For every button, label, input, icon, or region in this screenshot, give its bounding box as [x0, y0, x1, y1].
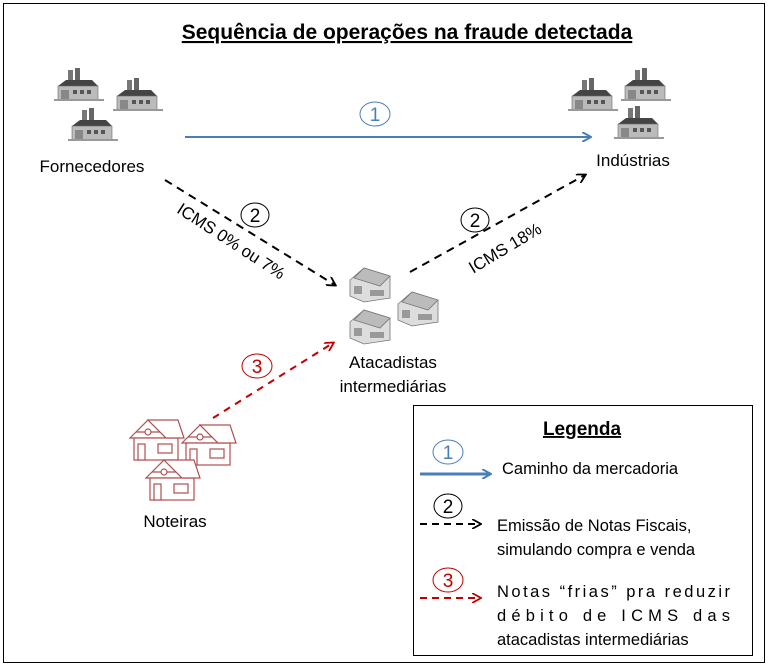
invoice-arrow-suppliers-to-wholesalers [164, 179, 335, 285]
legend-3-text-line3: atacadistas intermediárias [497, 631, 689, 649]
step2-right-number: 2 [470, 211, 481, 232]
step2-left-circle [240, 202, 270, 228]
suppliers-factory-icon [53, 67, 164, 142]
step2-left-number: 2 [250, 206, 261, 227]
step2-right-circle [460, 207, 490, 233]
legend-3-text-line2: débito de ICMS das [497, 607, 730, 625]
wholesalers-label-line1: Atacadistas [349, 353, 437, 372]
legend-box: Legenda 1 Caminho da mercadoria 2 Emissã… [413, 405, 753, 656]
legend-1-number: 1 [443, 443, 454, 464]
step3-circle [241, 353, 273, 379]
industries-label: Indústrias [596, 151, 670, 170]
diagram-title: Sequência de operações na fraude detecta… [182, 21, 633, 44]
suppliers-label: Fornecedores [40, 157, 145, 176]
invoice-arrow-wholesalers-to-industries [409, 175, 585, 273]
step3-number: 3 [252, 357, 263, 378]
wholesalers-label-line2: intermediárias [340, 377, 447, 396]
step1-circle [359, 101, 391, 127]
legend-1-circle [432, 439, 464, 465]
noteiras-label: Noteiras [143, 512, 206, 531]
icms-in-label: ICMS 0% ou 7% [174, 199, 289, 283]
legend-2-text-line2: simulando compra e venda [497, 541, 696, 559]
legend-3-circle [432, 567, 464, 593]
legend-2-number: 2 [443, 497, 454, 518]
step1-number: 1 [370, 105, 381, 126]
wholesalers-warehouse-icon [349, 267, 439, 345]
legend-2-text-line1: Emissão de Notas Fiscais, [497, 517, 691, 535]
legend-1-text: Caminho da mercadoria [502, 460, 679, 478]
legend-3-text-line1: Notas “frias” pra reduzir [497, 583, 731, 601]
cold-invoice-arrow [212, 343, 333, 419]
legend-2-circle [433, 493, 463, 519]
industries-factory-icon [567, 67, 672, 140]
legend-title: Legenda [543, 419, 622, 440]
outer-frame [3, 3, 765, 663]
legend-3-number: 3 [443, 571, 454, 592]
noteiras-house-icon [129, 419, 237, 501]
